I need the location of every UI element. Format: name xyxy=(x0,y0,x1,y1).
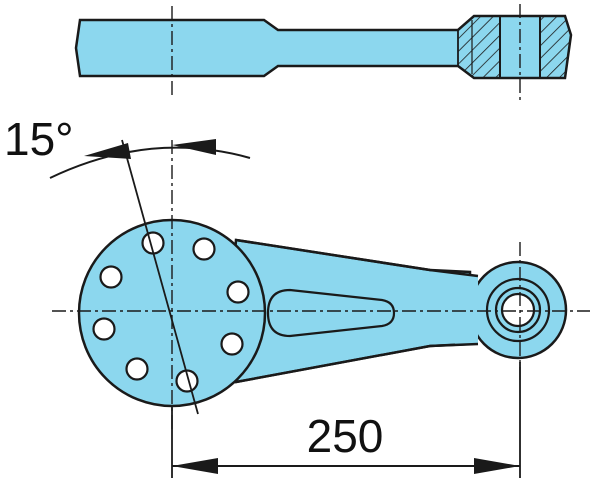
distance-label: 250 xyxy=(307,410,384,462)
front-view xyxy=(52,139,590,430)
bearing-bore xyxy=(500,292,536,328)
arm-upper-edge xyxy=(235,238,479,278)
arm-slot xyxy=(266,288,396,338)
angle-label: 15° xyxy=(4,113,74,165)
angle-arrow-right xyxy=(172,139,216,155)
angle-dimension: 15° xyxy=(4,113,251,179)
top-view xyxy=(74,4,573,100)
bolt-hole xyxy=(92,317,116,341)
tilted-axis-15deg xyxy=(121,139,199,415)
arm-lower-edge xyxy=(235,342,479,384)
distance-dimension: 250 xyxy=(171,362,521,478)
bolt-hole xyxy=(220,332,244,356)
angle-arrow-left xyxy=(84,143,131,159)
bolt-hole xyxy=(125,357,149,381)
dimension-arrow-left xyxy=(172,458,218,474)
arm-eye-blend xyxy=(455,275,478,346)
dimension-arrow-right xyxy=(474,458,520,474)
top-view-section-right xyxy=(539,15,572,79)
bolt-hole xyxy=(175,369,199,393)
bolt-hole xyxy=(99,265,123,289)
angle-arc xyxy=(49,146,251,179)
top-view-section-left xyxy=(457,15,501,79)
bolt-hole xyxy=(192,237,216,261)
bolt-hole xyxy=(226,280,250,304)
